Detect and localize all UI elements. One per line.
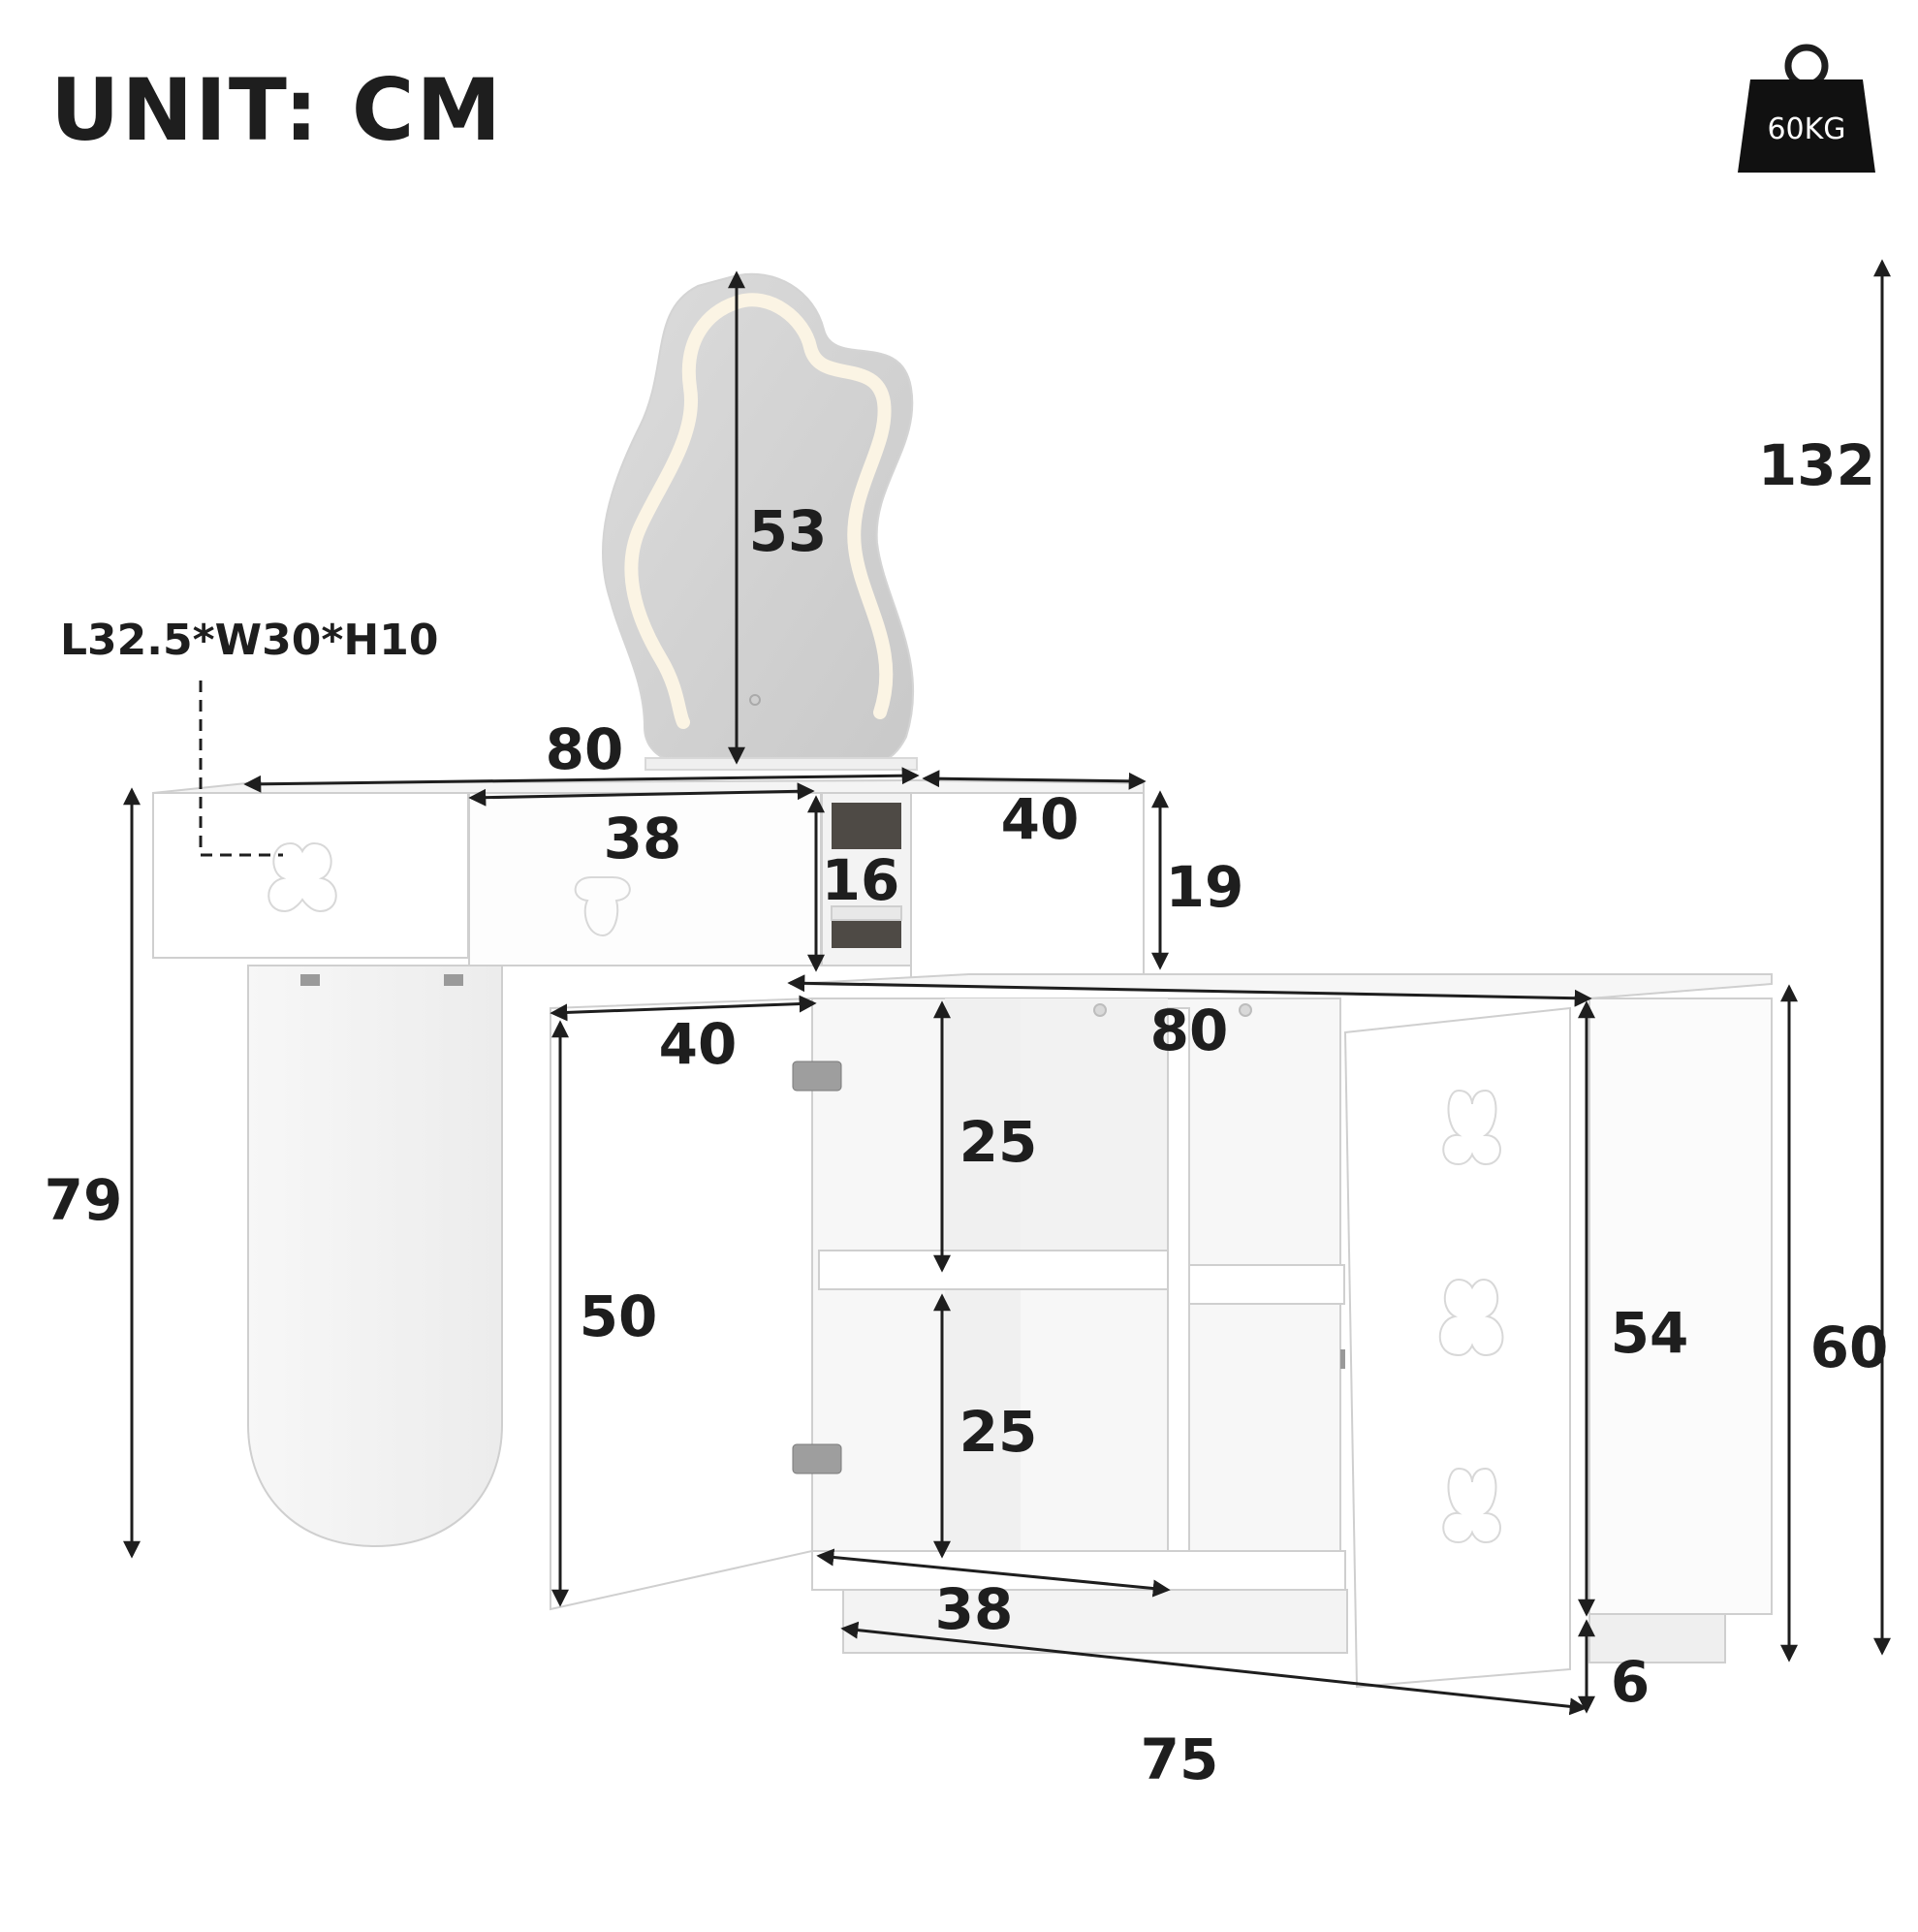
label-base-height: 6 xyxy=(1611,1649,1650,1715)
label-top-height: 19 xyxy=(1166,854,1244,920)
cabinet-width-line xyxy=(787,974,1592,1007)
label-cabinet-width: 80 xyxy=(1150,998,1229,1063)
cabinet-plinth xyxy=(842,1589,1348,1654)
weight-label: 60KG xyxy=(1767,112,1845,146)
right-drawer-width-line xyxy=(922,770,1147,790)
dimension-labels: 132 53 L32.5*W30*H10 80 38 16 40 19 79 4… xyxy=(45,432,1889,1792)
drawer-callout-line xyxy=(199,681,283,857)
vanity-illustration xyxy=(152,272,1773,1689)
left-drawer xyxy=(152,792,469,959)
label-cabinet-height: 60 xyxy=(1810,1314,1889,1380)
center-drawer xyxy=(468,792,822,966)
unit-title: UNIT: CM xyxy=(50,60,504,160)
hinge-icon xyxy=(792,1061,842,1474)
label-cabinet-body: 54 xyxy=(1611,1300,1689,1366)
label-desk-width: 80 xyxy=(546,716,624,782)
drawer-width-line xyxy=(468,782,815,807)
storage-cabinet xyxy=(550,973,1773,1689)
center-divider xyxy=(1167,1007,1190,1591)
right-door xyxy=(1343,1006,1571,1689)
label-drawer-width: 38 xyxy=(604,806,682,871)
label-shelf-width: 38 xyxy=(935,1576,1014,1642)
cabinet-side-panel xyxy=(1588,998,1773,1615)
led-mirror xyxy=(601,272,918,771)
mirror-base xyxy=(645,757,918,771)
desk-leg xyxy=(247,965,503,1548)
label-total-height: 132 xyxy=(1758,432,1875,498)
touch-switch-icon xyxy=(749,694,761,706)
door-clover-icon xyxy=(1438,1089,1504,1544)
label-door-width: 40 xyxy=(659,1011,738,1077)
left-shelf xyxy=(818,1250,1169,1290)
clover-carving-icon xyxy=(267,841,631,937)
desk-width-line xyxy=(243,767,920,793)
right-shelf xyxy=(1188,1264,1345,1305)
weight-capacity-icon: 60KG xyxy=(1738,44,1875,173)
label-desk-height: 79 xyxy=(45,1167,123,1233)
label-upper-shelf: 25 xyxy=(959,1109,1038,1175)
label-compartment-height: 16 xyxy=(822,847,900,913)
dimension-lines xyxy=(123,259,1891,1716)
label-right-drawer-width: 40 xyxy=(1001,786,1080,852)
cabinet-depth-line xyxy=(840,1621,1588,1716)
label-drawer-size: L32.5*W30*H10 xyxy=(60,616,438,665)
label-lower-shelf: 25 xyxy=(959,1399,1038,1465)
label-door-height: 50 xyxy=(580,1283,658,1349)
cabinet-bottom xyxy=(811,1550,1346,1591)
label-cabinet-depth: 75 xyxy=(1141,1726,1219,1792)
label-mirror-height: 53 xyxy=(749,498,828,564)
door-width-line xyxy=(550,995,817,1022)
shelf-width-line xyxy=(816,1548,1171,1598)
